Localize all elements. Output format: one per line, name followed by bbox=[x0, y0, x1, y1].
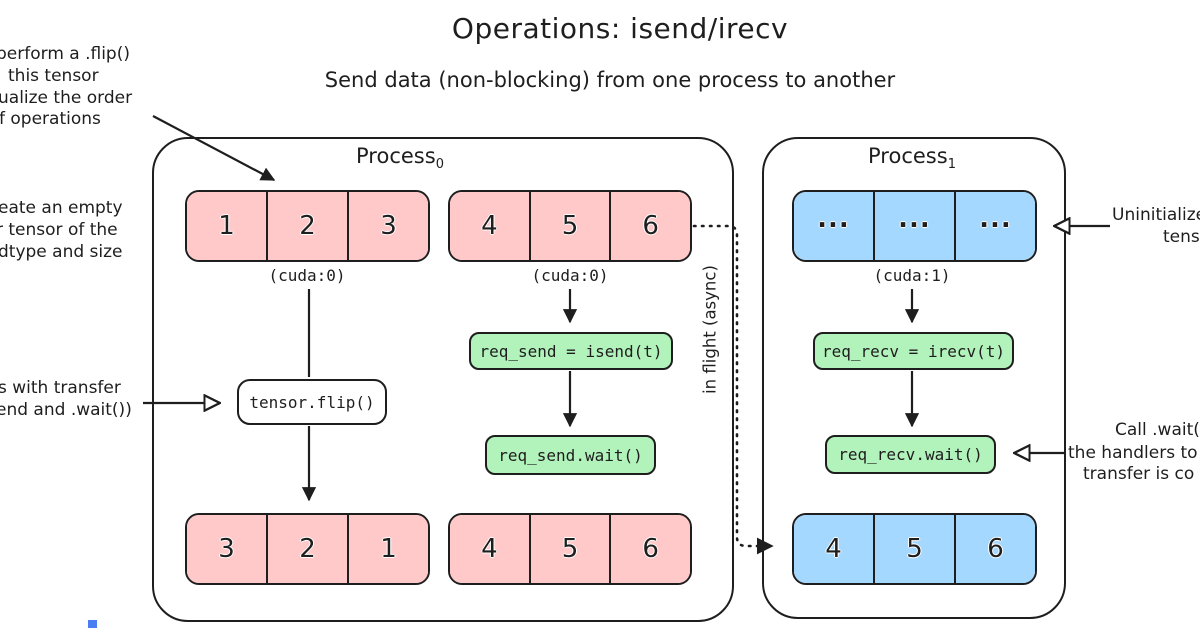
process1-label: Process1 bbox=[812, 144, 1012, 172]
note-wait-line1: Call .wait() on bbox=[1115, 420, 1200, 440]
tensor-cell-value: ... bbox=[817, 204, 850, 234]
tensor-cell: 5 bbox=[528, 515, 610, 583]
note-flip-line2: this tensor bbox=[8, 66, 99, 86]
tensor-cell-value: 2 bbox=[299, 534, 316, 564]
tensor-cell-value: 5 bbox=[561, 211, 579, 241]
note-flip-line1: perform a .flip() bbox=[0, 44, 130, 64]
tensor-cell-value: 6 bbox=[987, 534, 1004, 564]
tensor-cell-value: 5 bbox=[561, 534, 579, 564]
tensor-cell: 4 bbox=[450, 192, 529, 260]
page-subtitle: Send data (non-blocking) from one proces… bbox=[324, 68, 896, 92]
tensor-cell: 6 bbox=[609, 192, 690, 260]
tensor-456-bottom: 4 5 6 bbox=[448, 513, 692, 585]
tensor-cell: 2 bbox=[266, 515, 347, 583]
tensor-cell-value: 4 bbox=[825, 534, 842, 564]
process1-label-subscript: 1 bbox=[947, 157, 956, 173]
note-empty-line2: r tensor of the bbox=[0, 220, 118, 240]
tensor-cell-value: 2 bbox=[299, 211, 316, 241]
note-uninitialized-line2: tensor bbox=[1163, 227, 1200, 247]
in-flight-label: in flight (async) bbox=[700, 265, 720, 394]
device-label-cuda0-left: (cuda:0) bbox=[268, 266, 346, 285]
tensor-cell: ... bbox=[794, 192, 873, 260]
note-flip-line4: f operations bbox=[0, 109, 101, 129]
tensor-cell-value: 4 bbox=[481, 534, 498, 564]
note-wait-line3: transfer is co bbox=[1083, 464, 1195, 484]
blue-mark bbox=[88, 620, 97, 628]
device-label-cuda0-right: (cuda:0) bbox=[531, 266, 609, 285]
tensor-cell: 1 bbox=[347, 515, 428, 583]
tensor-cell-value: 6 bbox=[642, 211, 659, 241]
tensor-uninitialized: ... ... ... bbox=[792, 190, 1037, 262]
tensor-cell: 5 bbox=[528, 192, 610, 260]
note-empty-line1: eate an empty bbox=[0, 198, 123, 218]
tensor-456-top: 4 5 6 bbox=[448, 190, 692, 262]
tensor-cell: 5 bbox=[873, 515, 954, 583]
tensor-cell-value: 3 bbox=[380, 211, 397, 241]
tensor-321: 3 2 1 bbox=[185, 513, 430, 585]
tensor-cell-value: 1 bbox=[380, 534, 397, 564]
note-empty-line3: dtype and size bbox=[0, 242, 123, 262]
tensor-flip-box: tensor.flip() bbox=[237, 379, 387, 425]
tensor-cell-value: 6 bbox=[642, 534, 659, 564]
send-wait-box: req_send.wait() bbox=[485, 435, 656, 475]
tensor-cell: 3 bbox=[187, 515, 266, 583]
device-label-cuda1: (cuda:1) bbox=[873, 266, 951, 285]
tensor-cell: ... bbox=[954, 192, 1035, 260]
tensor-456-received: 4 5 6 bbox=[792, 513, 1037, 585]
tensor-cell: 6 bbox=[954, 515, 1035, 583]
process1-label-text: Process bbox=[868, 144, 948, 168]
page-title: Operations: isend/irecv bbox=[451, 12, 789, 45]
tensor-cell-value: 1 bbox=[218, 211, 235, 241]
process0-label: Process0 bbox=[300, 144, 500, 172]
tensor-cell-value: 3 bbox=[218, 534, 235, 564]
isend-box: req_send = isend(t) bbox=[469, 332, 673, 370]
tensor-cell: 4 bbox=[794, 515, 873, 583]
note-wait-line2: the handlers to bbox=[1068, 443, 1198, 463]
tensor-cell-value: 5 bbox=[906, 534, 923, 564]
process0-label-text: Process bbox=[356, 144, 436, 168]
tensor-cell-value: 4 bbox=[481, 211, 498, 241]
irecv-box: req_recv = irecv(t) bbox=[813, 332, 1014, 370]
note-flip-line3: ualize the order bbox=[0, 88, 133, 108]
tensor-cell: 2 bbox=[266, 192, 347, 260]
tensor-cell: 1 bbox=[187, 192, 266, 260]
process0-label-subscript: 0 bbox=[435, 157, 444, 173]
tensor-cell: ... bbox=[873, 192, 954, 260]
tensor-cell: 6 bbox=[609, 515, 690, 583]
tensor-cell: 3 bbox=[347, 192, 428, 260]
tensor-cell-value: ... bbox=[979, 204, 1012, 234]
note-uninitialized-line1: Uninitialized bbox=[1112, 205, 1200, 225]
tensor-cell-value: ... bbox=[898, 204, 931, 234]
recv-wait-box: req_recv.wait() bbox=[825, 435, 996, 474]
note-overlap-line2: end and .wait()) bbox=[0, 400, 132, 420]
note-overlap-line1: s with transfer bbox=[0, 378, 121, 398]
tensor-cell: 4 bbox=[450, 515, 529, 583]
tensor-123: 1 2 3 bbox=[185, 190, 430, 262]
